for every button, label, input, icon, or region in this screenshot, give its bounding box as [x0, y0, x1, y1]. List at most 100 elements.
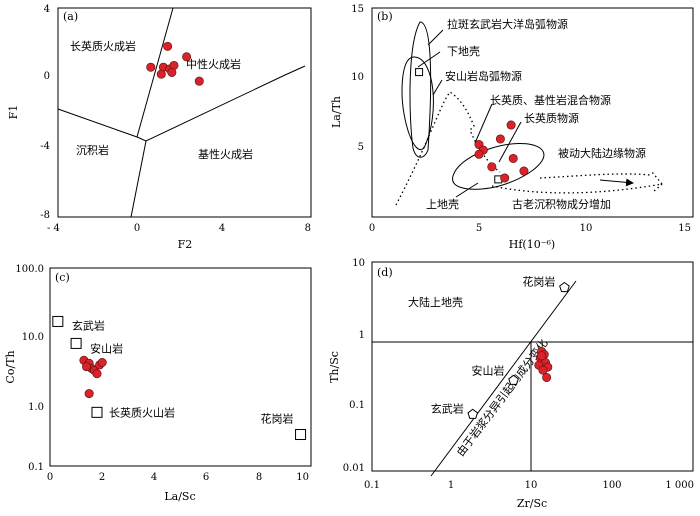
- x-tick-label: - 4: [47, 223, 60, 234]
- y-tick-label: 0.01: [343, 463, 365, 474]
- sample-point: [508, 153, 518, 163]
- panel-c: (c) 0 2 4 6 8 10 100.0 10.0 1.0 0.1 La/S…: [4, 264, 312, 503]
- x-tick-label: 0: [47, 472, 53, 483]
- reference-label: 安山岩: [472, 363, 505, 377]
- x-tick-label: 0.1: [364, 480, 380, 491]
- reference-square: [70, 337, 82, 349]
- differentiation-trend-label: 由于岩浆分异引起的成分变化: [453, 336, 550, 459]
- y-tick-label: 1.0: [28, 402, 44, 413]
- panel-a-boundary: [136, 65, 306, 142]
- field-sedimentary: 沉积岩: [76, 143, 109, 157]
- x-tick-label: 8: [305, 223, 311, 234]
- panel-d-y-axis-label: Th/Sc: [328, 351, 341, 383]
- panel-c-points: [79, 355, 107, 399]
- y-tick-label: 1: [359, 330, 365, 341]
- panel-d-points: [534, 346, 553, 382]
- leader-line: [455, 182, 479, 198]
- x-tick-label: 0: [369, 223, 375, 234]
- panel-a-frame: [57, 7, 312, 218]
- reference-square: [52, 315, 64, 327]
- reference-label: 玄武岩: [72, 318, 105, 332]
- x-tick-label: 100: [602, 480, 621, 491]
- panel-d-label: (d): [377, 266, 393, 279]
- leader-line: [427, 29, 444, 46]
- andesite-arc-field: [401, 56, 434, 151]
- tholeiite-arc-field: [409, 21, 432, 158]
- x-tick-label: 10: [525, 480, 538, 491]
- sample-point: [542, 372, 552, 382]
- sample-point: [537, 351, 547, 361]
- panel-d-frame: [371, 261, 694, 472]
- sample-point: [84, 389, 94, 399]
- panel-b-frame: [371, 7, 694, 218]
- panel-b-y-axis-label: La/Th: [330, 96, 343, 128]
- reference-pentagon: [508, 374, 519, 385]
- sample-point: [538, 365, 548, 375]
- panel-c-label: (c): [55, 271, 70, 284]
- panel-d-x-ticks: 0.1 1 10 100 1 000: [364, 480, 694, 491]
- panel-b-y-ticks: 15 10 5: [351, 4, 364, 153]
- y-tick-label: 100.0: [15, 264, 44, 275]
- magmatic-differentiation-trend: [430, 280, 577, 477]
- passive-margin-arrow: [599, 178, 634, 187]
- x-tick-label: 4: [151, 472, 157, 483]
- y-tick-label: 4: [44, 4, 50, 15]
- label-old-sediment: 古老沉积物成分增加: [512, 197, 611, 211]
- panel-d-x-axis-label: Zr/Sc: [517, 497, 547, 510]
- sample-point: [519, 166, 529, 176]
- panel-a-label: (a): [63, 10, 78, 23]
- panel-c-y-axis-label: Co/Th: [4, 350, 17, 383]
- x-tick-label: 2: [99, 472, 105, 483]
- reference-square: [91, 406, 103, 418]
- panel-a-y-ticks: 4 0 -4 -8: [40, 4, 50, 221]
- panel-a-y-axis-label: F1: [7, 105, 20, 120]
- sample-point: [487, 162, 497, 172]
- y-tick-label: 10: [352, 258, 365, 269]
- sample-point: [495, 134, 505, 144]
- sample-point: [92, 369, 102, 379]
- y-tick-label: 15: [351, 4, 364, 15]
- leader-line: [417, 51, 441, 68]
- panel-b-x-axis-label: Hf(10⁻⁶): [509, 238, 555, 251]
- passive-margin-trend: [491, 171, 664, 194]
- sample-point: [167, 67, 177, 77]
- reference-label: 长英质火山岩: [109, 405, 175, 419]
- y-tick-label: 10: [351, 72, 364, 83]
- y-tick-label: 0.1: [349, 400, 365, 411]
- label-andesite-arc: 安山岩岛弧物源: [445, 69, 522, 83]
- sample-point: [146, 62, 156, 72]
- label-lower-crust: 下地壳: [447, 44, 480, 58]
- panel-c-reference-points: 玄武岩安山岩长英质火山岩花岗岩: [52, 315, 307, 441]
- panel-d: (d) 大陆上地壳 由于岩浆分异引起的成分变化 0.1 1 10 100 1 0…: [328, 258, 694, 510]
- x-tick-label: 5: [476, 223, 482, 234]
- leader-line: [498, 121, 522, 163]
- y-tick-label: -4: [40, 141, 50, 152]
- label-upper-crust: 上地壳: [426, 197, 459, 211]
- x-tick-label: 10: [580, 223, 593, 234]
- x-tick-label: 6: [203, 472, 209, 483]
- panel-b: (b) 拉斑玄武岩大洋岛弧物源 下地壳 安山岩岛弧物源 长英质、基性岩混合物源 …: [330, 4, 694, 251]
- sample-point: [182, 52, 192, 62]
- field-upper-continental-crust: 大陆上地壳: [408, 295, 463, 309]
- x-tick-label: 15: [678, 223, 691, 234]
- field-felsic-igneous: 长英质火成岩: [70, 39, 136, 53]
- x-tick-label: 0: [134, 223, 140, 234]
- reference-pentagon: [559, 281, 570, 293]
- panel-b-label: (b): [377, 10, 393, 23]
- sample-point: [474, 149, 484, 159]
- sample-point: [82, 362, 92, 372]
- sample-point: [163, 41, 173, 51]
- leader-line: [474, 103, 493, 144]
- x-tick-label: 4: [219, 223, 225, 234]
- panel-a-boundary: [136, 7, 174, 138]
- y-tick-label: 0.1: [28, 462, 44, 473]
- x-tick-label: 10: [296, 472, 309, 483]
- panel-a: (a) 长英质火成岩 中性火成岩 沉积岩 基性火成岩 - 4 0 4 8 4 0…: [7, 4, 312, 251]
- reference-label: 玄武岩: [431, 401, 464, 415]
- field-mafic-igneous: 基性火成岩: [198, 147, 253, 161]
- reference-label: 安山岩: [90, 341, 123, 355]
- panel-a-x-axis-label: F2: [178, 238, 193, 251]
- sample-point: [500, 173, 510, 183]
